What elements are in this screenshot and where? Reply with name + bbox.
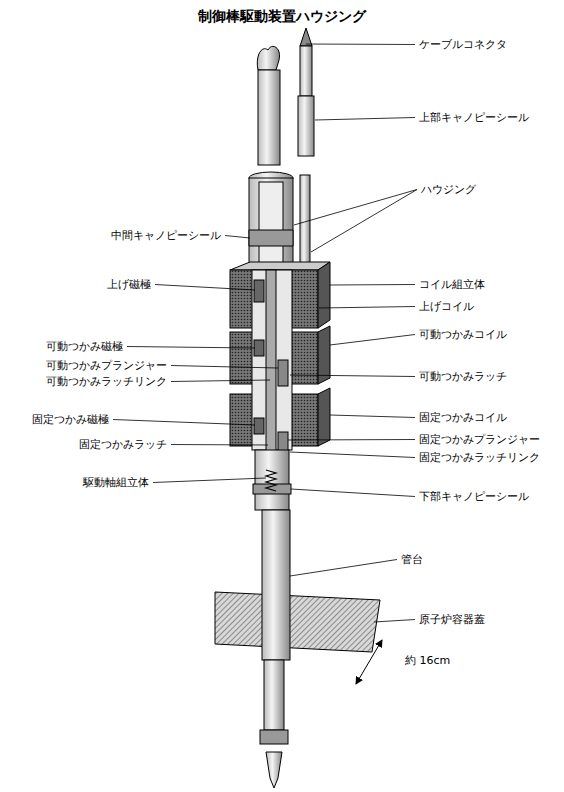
part-label: 固定つかみ磁極: [31, 413, 110, 426]
leader-line: [290, 375, 415, 377]
cable-connector: [300, 46, 312, 96]
part-label: 上げ磁極: [106, 278, 152, 291]
leader-line: [171, 444, 268, 446]
drive-shaft-spring: [266, 470, 276, 491]
leader-line: [330, 335, 415, 346]
lower-housing: [255, 450, 289, 510]
part-label: 駆動軸組立体: [82, 476, 150, 489]
lower-canopy-seal: [253, 484, 291, 494]
diagram-title: 制御棒駆動装置ハウジング: [198, 8, 366, 26]
leader-line: [171, 380, 270, 382]
leader-line: [319, 307, 415, 309]
leader-line: [153, 478, 266, 483]
mid-canopy-seal: [249, 230, 293, 246]
leader-line: [290, 452, 415, 458]
lift-pole: [254, 280, 264, 302]
leader-line: [155, 285, 255, 291]
part-label: 可動つかみプランジャー: [45, 359, 168, 372]
part-label: 下部キャノピーシール: [418, 490, 530, 503]
inner-tube: [259, 182, 283, 270]
part-label: 原子炉容器蓋: [418, 613, 486, 626]
leader-line: [288, 439, 415, 441]
leader-line: [225, 236, 250, 239]
leader-line: [306, 44, 415, 46]
upper-rod: [258, 70, 280, 165]
housing: [249, 178, 293, 270]
part-label: 可動つかみ磁極: [45, 340, 124, 353]
lower-rod: [264, 660, 284, 730]
leader-line: [330, 284, 415, 286]
movable-plunger: [278, 360, 288, 386]
part-label: 可動つかみラッチ: [418, 370, 508, 383]
leader-line: [291, 489, 415, 497]
part-label: 可動つかみコイル: [418, 328, 508, 341]
part-label: 上部キャノピーシール: [418, 111, 530, 124]
leader-line: [294, 190, 417, 226]
stationary-pole: [254, 418, 264, 434]
dimension-label: 約 16cm: [404, 654, 451, 667]
dimension-line: [356, 640, 382, 684]
movable-pole: [254, 340, 264, 356]
leader-line: [127, 347, 255, 349]
part-label: 固定つかみラッチ: [78, 438, 168, 451]
leader-line: [290, 560, 397, 577]
cable-seal: [298, 96, 314, 156]
leader-line: [171, 366, 278, 369]
part-label: 固定つかみプランジャー: [418, 433, 541, 446]
leader-line: [311, 190, 417, 253]
rod-tip: [266, 752, 282, 788]
part-label: 可動つかみラッチリンク: [45, 375, 168, 388]
vessel-head: [215, 592, 380, 652]
part-label: コイル組立体: [418, 278, 486, 291]
leader-line: [315, 118, 415, 121]
part-label: 管台: [400, 553, 424, 566]
rod-hook: [257, 46, 279, 70]
part-label: 固定つかみコイル: [418, 411, 508, 424]
coil-side: [318, 388, 330, 446]
coil-side: [318, 262, 330, 328]
part-label: ハウジング: [420, 183, 477, 196]
rod-end: [260, 730, 288, 744]
part-label: ケーブルコネクタ: [418, 38, 508, 51]
leader-line: [330, 415, 415, 418]
part-label: 固定つかみラッチリンク: [418, 451, 541, 464]
connector-tip: [300, 28, 312, 46]
part-label: 上げコイル: [418, 300, 475, 313]
nozzle: [262, 510, 290, 660]
part-label: 中間キャノピーシール: [110, 229, 222, 242]
leader-line: [113, 420, 255, 426]
leader-line: [374, 620, 415, 623]
coil-top: [230, 262, 330, 270]
